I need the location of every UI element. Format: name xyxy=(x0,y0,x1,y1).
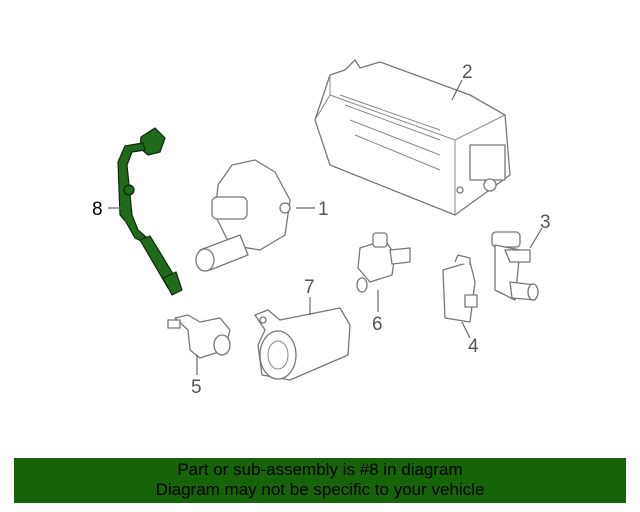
part-6-solenoid[interactable] xyxy=(356,232,411,293)
part-8-oxygen-sensor[interactable] xyxy=(117,127,183,296)
leader-lines xyxy=(108,79,543,375)
parts-diagram: 1 2 3 4 5 6 7 8 xyxy=(92,59,551,398)
callout-5: 5 xyxy=(191,377,202,398)
part-1-purge-valve[interactable] xyxy=(195,159,291,272)
banner-line-1: Part or sub-assembly is #8 in diagram xyxy=(177,460,463,479)
callout-7: 7 xyxy=(304,277,315,298)
part-7-canister-component[interactable] xyxy=(254,307,351,381)
callout-2: 2 xyxy=(462,62,473,83)
part-2-charcoal-canister[interactable] xyxy=(314,59,511,216)
info-banner: Part or sub-assembly is #8 in diagram Di… xyxy=(14,458,626,503)
callout-6: 6 xyxy=(372,314,383,335)
callout-1: 1 xyxy=(318,199,329,220)
banner-line-2: Diagram may not be specific to your vehi… xyxy=(155,480,485,499)
callout-8: 8 xyxy=(92,199,103,220)
callout-4: 4 xyxy=(468,336,479,357)
part-5-vacuum-switch[interactable] xyxy=(167,314,231,359)
callout-3: 3 xyxy=(540,212,551,233)
part-4-sensor[interactable] xyxy=(442,254,478,323)
part-3-valve[interactable] xyxy=(491,231,539,301)
